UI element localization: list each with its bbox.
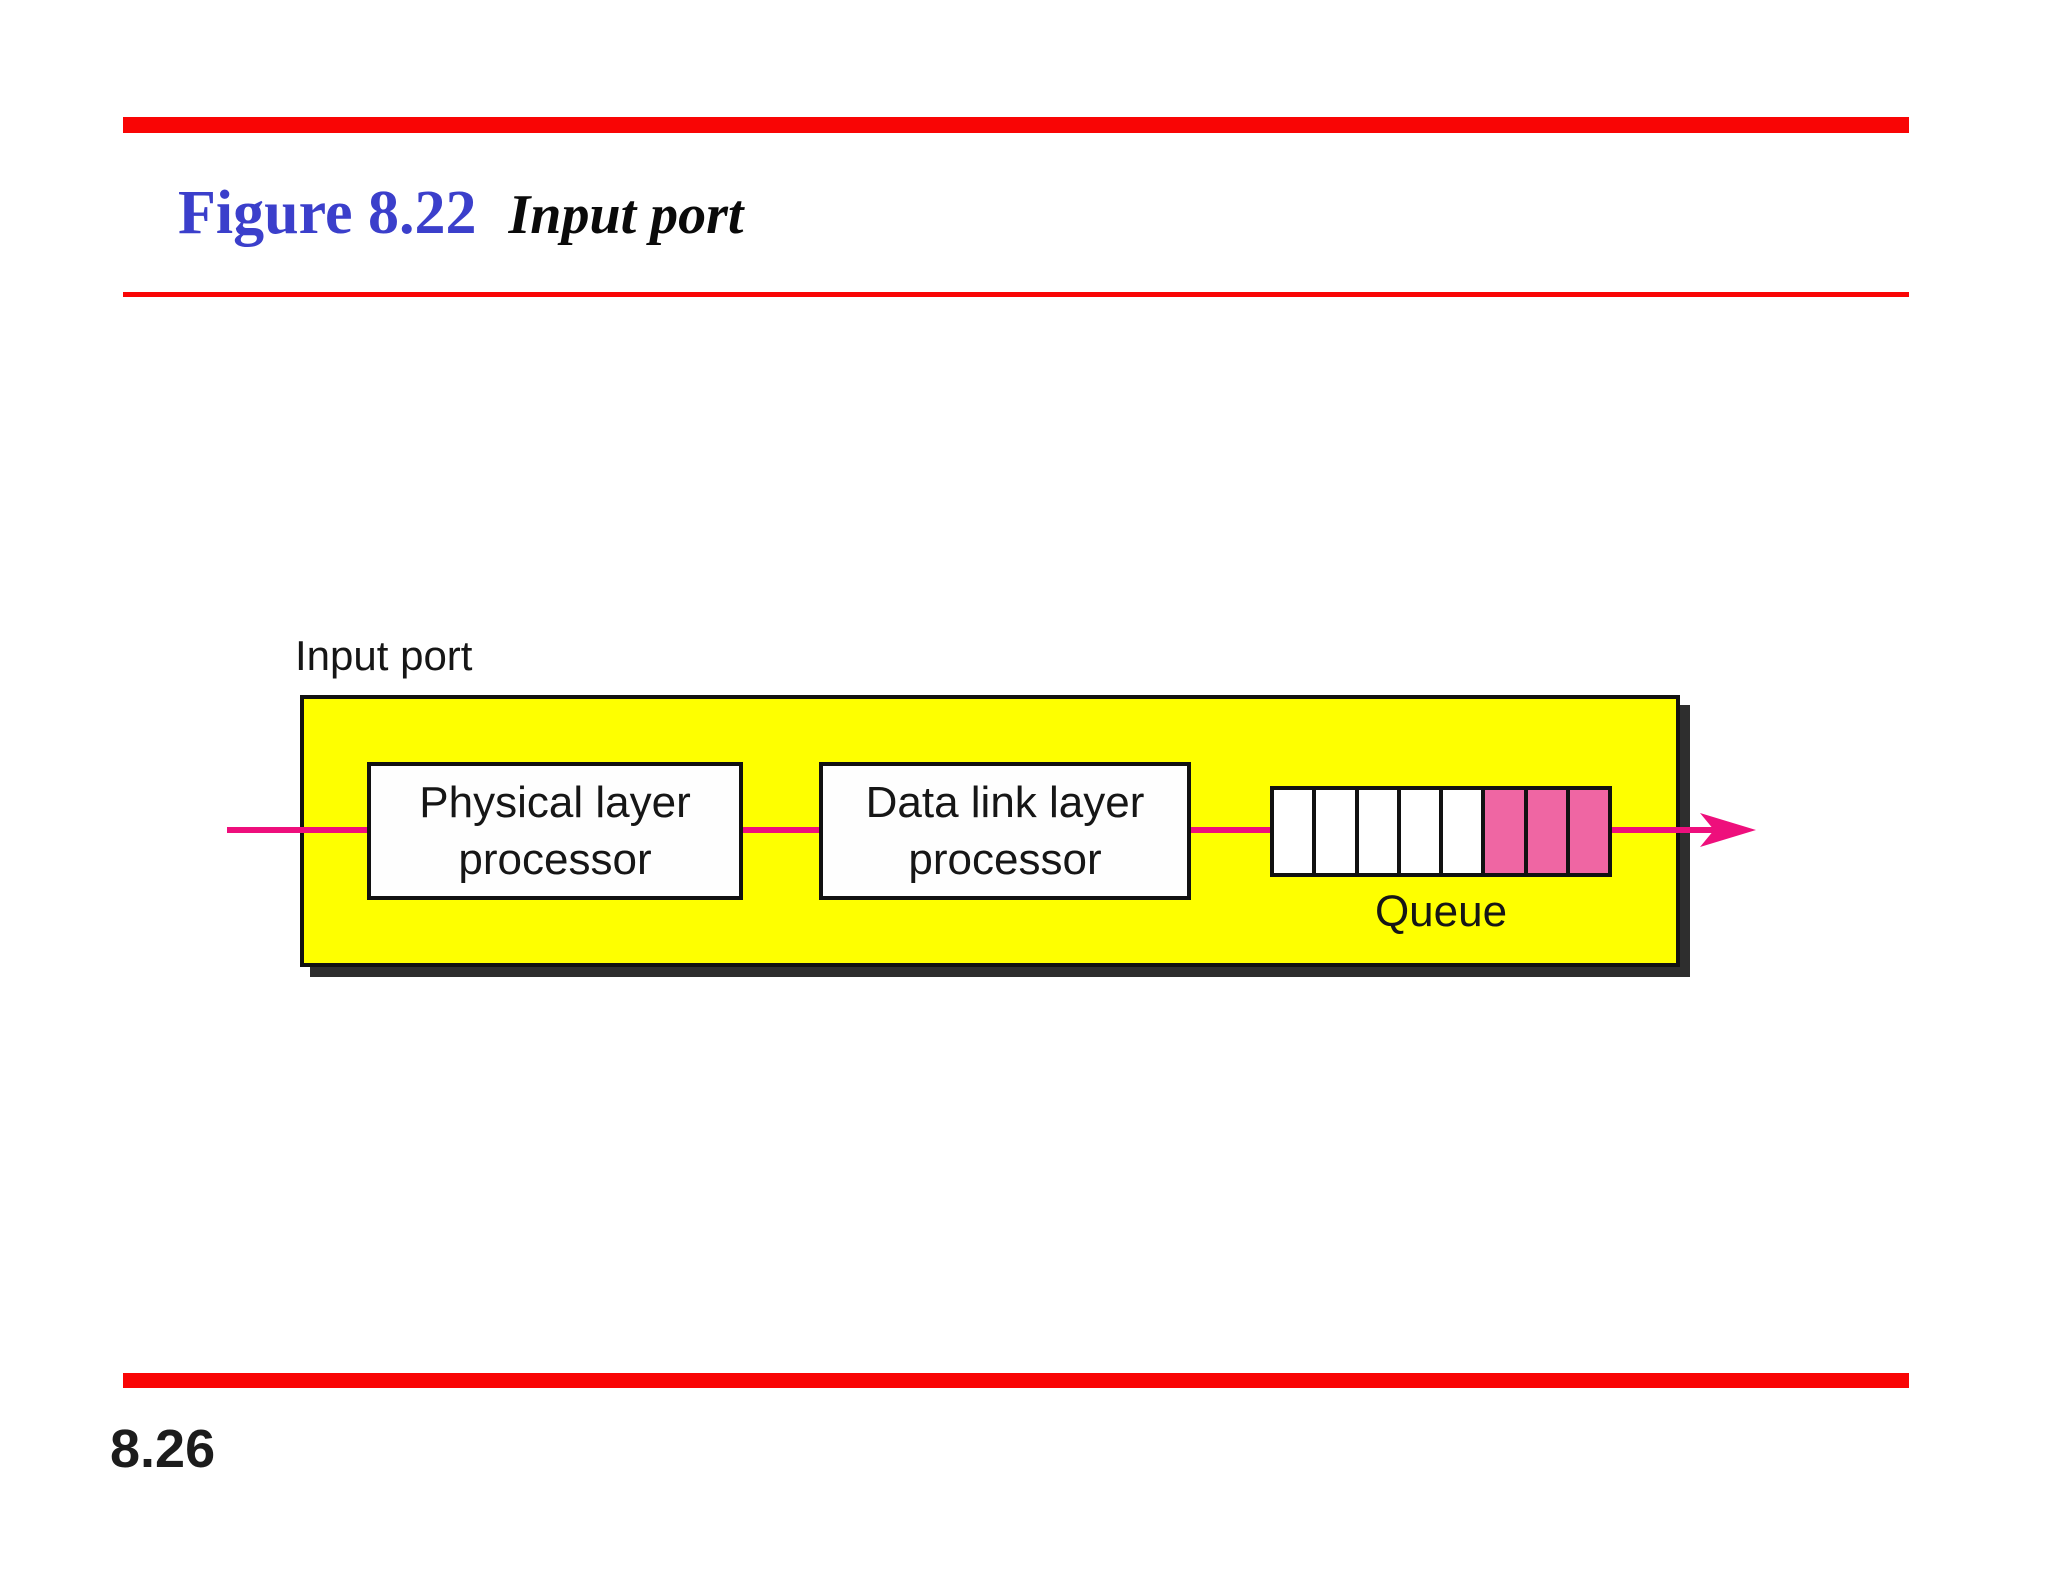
queue-label: Queue bbox=[1374, 887, 1508, 936]
queue-box bbox=[1270, 786, 1612, 877]
input-port-label: Input port bbox=[295, 632, 473, 679]
physical-box-line2: processor bbox=[458, 835, 652, 884]
title-row: Figure 8.22 Input port bbox=[178, 182, 744, 244]
figure-number: Figure 8.22 bbox=[178, 179, 477, 247]
arrowhead-shape bbox=[1700, 813, 1756, 847]
queue-cell-empty bbox=[1396, 790, 1439, 873]
physical-layer-processor-box: Physical layer processor bbox=[367, 762, 743, 900]
flow-arrowhead-icon bbox=[1700, 813, 1756, 847]
datalink-box-line1: Data link layer bbox=[865, 778, 1145, 827]
top-red-rule bbox=[123, 117, 1909, 133]
queue-cell-empty bbox=[1354, 790, 1397, 873]
figure-caption: Input port bbox=[508, 184, 744, 246]
queue-cell-empty bbox=[1312, 790, 1355, 873]
queue-cell-empty bbox=[1274, 790, 1313, 873]
queue-cell-filled bbox=[1523, 790, 1566, 873]
title-underline-rule bbox=[123, 292, 1909, 297]
data-link-layer-processor-box: Data link layer processor bbox=[819, 762, 1191, 900]
queue-cell-filled bbox=[1481, 790, 1524, 873]
datalink-box-line2: processor bbox=[908, 835, 1102, 884]
physical-box-line1: Physical layer bbox=[419, 778, 691, 827]
queue-cell-empty bbox=[1439, 790, 1482, 873]
queue-cell-filled bbox=[1565, 790, 1608, 873]
page-number: 8.26 bbox=[110, 1419, 216, 1479]
bottom-red-rule bbox=[123, 1373, 1909, 1388]
